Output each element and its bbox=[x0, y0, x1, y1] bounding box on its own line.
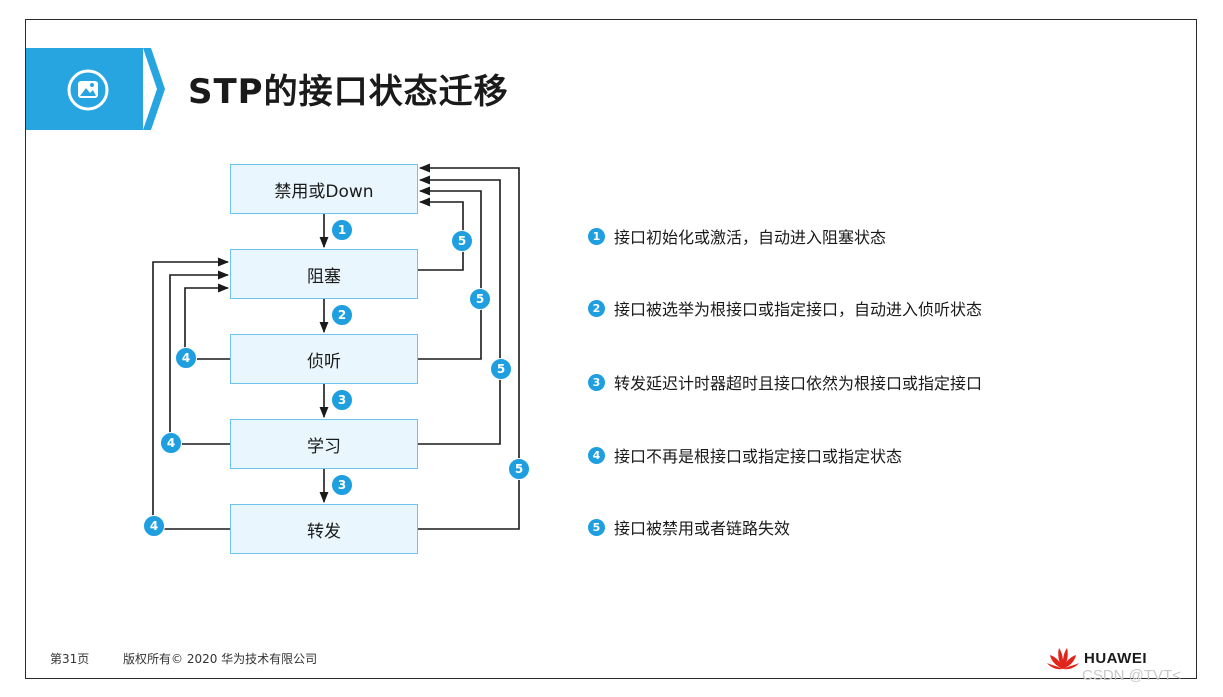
slide-frame bbox=[25, 19, 1197, 679]
legend-item-3: 3 转发延迟计时器超时且接口依然为根接口或指定接口 bbox=[588, 370, 982, 394]
huawei-flower-icon bbox=[1047, 648, 1079, 670]
legend-text: 转发延迟计时器超时且接口依然为根接口或指定接口 bbox=[614, 374, 983, 393]
image-icon bbox=[67, 69, 109, 111]
legend-text: 接口被禁用或者链路失效 bbox=[614, 519, 791, 538]
transition-badge-4: 4 bbox=[175, 347, 197, 369]
watermark: CSDN @TVT< bbox=[1082, 667, 1181, 684]
state-listening: 侦听 bbox=[230, 334, 418, 384]
title-chevron bbox=[143, 48, 165, 130]
transition-badge-3: 3 bbox=[331, 474, 353, 496]
transition-badge-5: 5 bbox=[469, 288, 491, 310]
legend-badge: 1 bbox=[588, 227, 605, 245]
copyright-text: 版权所有© 2020 华为技术有限公司 bbox=[123, 652, 318, 666]
page-title: STP的接口状态迁移 bbox=[188, 72, 509, 112]
legend-item-5: 5 接口被禁用或者链路失效 bbox=[588, 515, 790, 539]
brand-name: HUAWEI bbox=[1084, 649, 1147, 667]
transition-badge-4: 4 bbox=[143, 515, 165, 537]
transition-badge-5: 5 bbox=[490, 358, 512, 380]
huawei-logo: HUAWEI bbox=[1046, 646, 1147, 670]
transition-badge-4: 4 bbox=[160, 432, 182, 454]
transition-badge-5: 5 bbox=[451, 230, 473, 252]
legend-badge: 4 bbox=[588, 446, 605, 464]
legend-item-1: 1 接口初始化或激活，自动进入阻塞状态 bbox=[588, 224, 886, 248]
transition-badge-2: 2 bbox=[331, 304, 353, 326]
transition-badge-1: 1 bbox=[331, 219, 353, 241]
transition-badge-5: 5 bbox=[508, 458, 530, 480]
legend-text: 接口不再是根接口或指定接口或指定状态 bbox=[614, 447, 903, 466]
page-number: 第31页 bbox=[50, 652, 90, 666]
legend-badge: 3 bbox=[588, 373, 605, 391]
state-disabled-down: 禁用或Down bbox=[230, 164, 418, 214]
state-forwarding: 转发 bbox=[230, 504, 418, 554]
legend-text: 接口初始化或激活，自动进入阻塞状态 bbox=[614, 228, 887, 247]
state-learning: 学习 bbox=[230, 419, 418, 469]
legend-badge: 2 bbox=[588, 299, 605, 317]
legend-badge: 5 bbox=[588, 518, 605, 536]
legend-text: 接口被选举为根接口或指定接口，自动进入侦听状态 bbox=[614, 300, 983, 319]
transition-badge-3: 3 bbox=[331, 389, 353, 411]
legend-item-4: 4 接口不再是根接口或指定接口或指定状态 bbox=[588, 443, 902, 467]
state-blocking: 阻塞 bbox=[230, 249, 418, 299]
legend-item-2: 2 接口被选举为根接口或指定接口，自动进入侦听状态 bbox=[588, 296, 982, 320]
